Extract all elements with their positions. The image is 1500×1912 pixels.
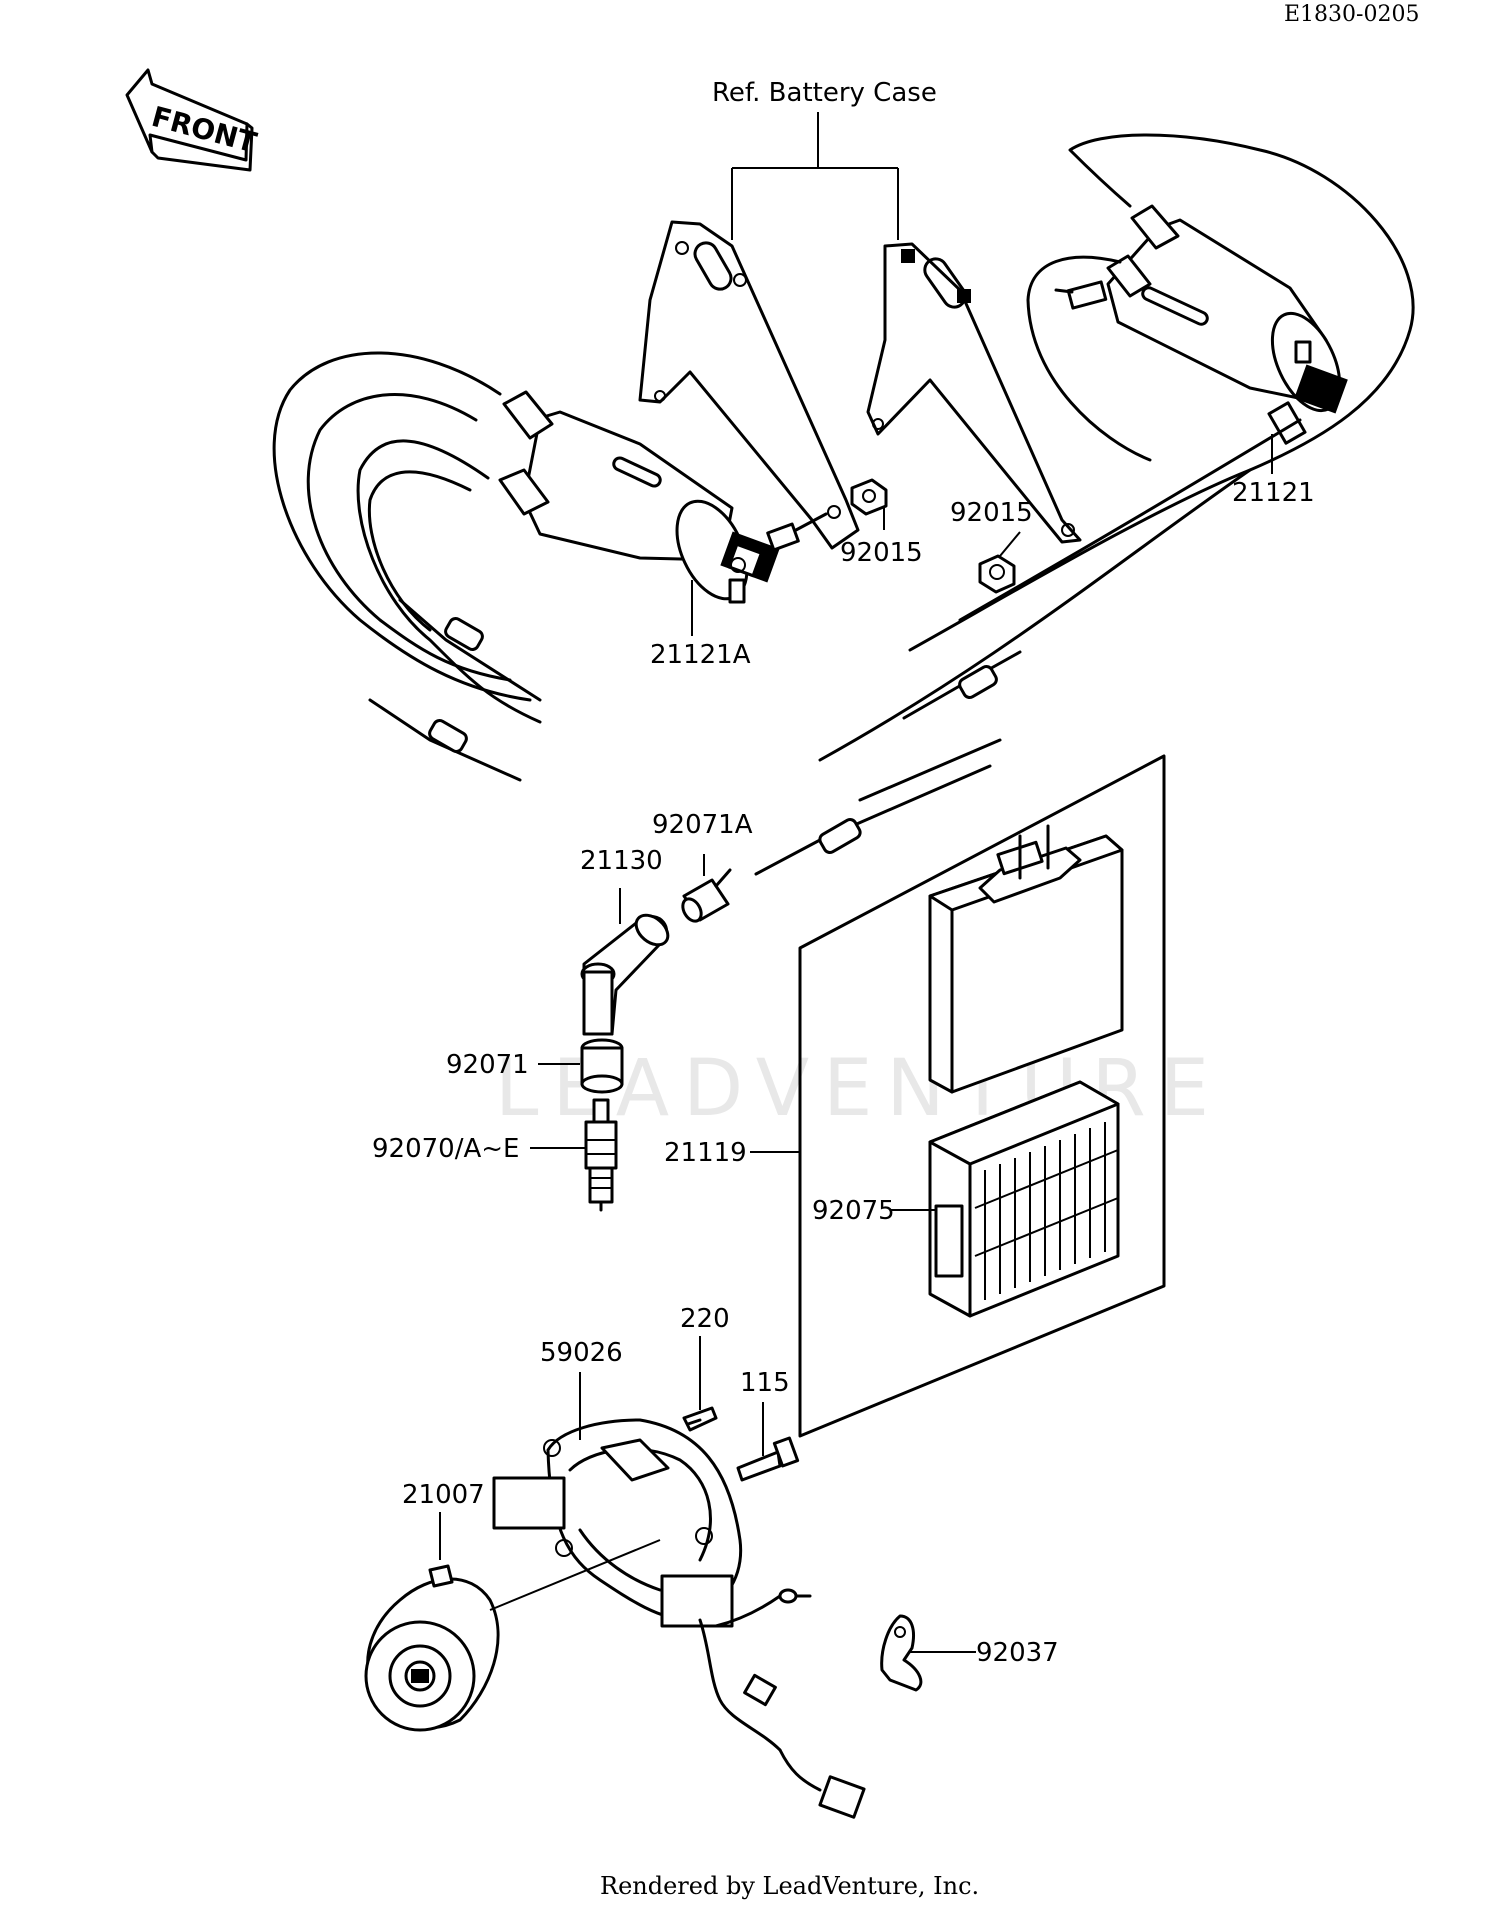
- cap-end-92071A: [681, 868, 732, 923]
- label-21130: 21130: [580, 846, 663, 876]
- label-92015-left: 92015: [840, 538, 923, 568]
- ignition-coil-left: [498, 390, 828, 604]
- label-92071A: 92071A: [652, 810, 753, 840]
- bracket-left: [638, 220, 860, 550]
- nut-92015-left: [850, 478, 888, 516]
- label-21119: 21119: [664, 1138, 747, 1168]
- label-92075: 92075: [812, 1196, 895, 1226]
- label-59026: 59026: [540, 1338, 623, 1368]
- label-220: 220: [680, 1304, 730, 1334]
- front-arrow-icon: FRONT: [125, 68, 260, 172]
- battery-case-label: Ref. Battery Case: [712, 78, 937, 108]
- bolt-115: [736, 1436, 800, 1482]
- lead-ends: [368, 598, 1022, 876]
- igniter-lower-unit: [928, 1080, 1120, 1318]
- label-92037: 92037: [976, 1638, 1059, 1668]
- high-tension-leads: [272, 133, 1415, 762]
- ignition-coil-right: [1054, 204, 1348, 445]
- timing-rotor: [364, 1564, 500, 1732]
- label-92071: 92071: [446, 1050, 529, 1080]
- label-115: 115: [740, 1368, 790, 1398]
- clamp-92037: [880, 1614, 923, 1692]
- bracket-right: [866, 242, 1082, 544]
- seal-92071: [580, 1038, 624, 1094]
- label-92015-right: 92015: [950, 498, 1033, 528]
- igniter-box-outline: [798, 754, 1166, 1438]
- spark-plug: [584, 1098, 618, 1212]
- battery-case-callout: [731, 112, 899, 240]
- bolt-220: [682, 1406, 718, 1432]
- nut-92015-right: [978, 554, 1016, 594]
- igniter-upper-unit: [928, 824, 1124, 1094]
- leader-lines: [439, 434, 1273, 1653]
- diagram-code: E1830-0205: [1284, 2, 1420, 27]
- footer-credit: Rendered by LeadVenture, Inc.: [600, 1872, 980, 1900]
- label-21121A: 21121A: [650, 640, 751, 670]
- label-21121: 21121: [1232, 478, 1315, 508]
- plug-cap-21130: [580, 913, 670, 1036]
- pickup-coil-assembly: [492, 1418, 866, 1819]
- label-21007: 21007: [402, 1480, 485, 1510]
- label-92070: 92070/A~E: [372, 1134, 520, 1164]
